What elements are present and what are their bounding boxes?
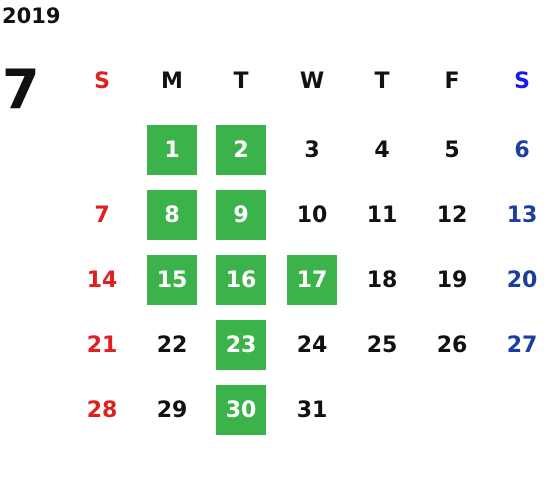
day-cell[interactable]: 20 (506, 267, 538, 293)
weekday-header-sat: S (514, 68, 530, 94)
day-cell[interactable]: 19 (436, 267, 468, 293)
day-cell[interactable]: 13 (506, 202, 538, 228)
day-cell[interactable]: 3 (304, 137, 320, 163)
day-cell[interactable]: 27 (506, 332, 538, 358)
day-cell[interactable]: 11 (366, 202, 398, 228)
day-cell[interactable]: 12 (436, 202, 468, 228)
day-cell[interactable]: 10 (296, 202, 328, 228)
weekday-header-thu: T (374, 68, 390, 94)
day-cell[interactable]: 17 (287, 255, 337, 305)
day-cell[interactable]: 24 (296, 332, 328, 358)
day-cell[interactable]: 2 (216, 125, 266, 175)
weekday-header-mon: M (161, 68, 183, 94)
day-cell[interactable]: 30 (216, 385, 266, 435)
day-cell[interactable]: 31 (296, 397, 328, 423)
day-cell[interactable]: 1 (147, 125, 197, 175)
day-cell[interactable]: 8 (147, 190, 197, 240)
day-cell[interactable]: 16 (216, 255, 266, 305)
day-cell[interactable]: 9 (216, 190, 266, 240)
day-cell[interactable]: 26 (436, 332, 468, 358)
day-cell[interactable]: 22 (156, 332, 188, 358)
weekday-header-fri: F (444, 68, 460, 94)
day-cell[interactable]: 15 (147, 255, 197, 305)
day-cell[interactable]: 5 (444, 137, 460, 163)
day-cell[interactable]: 6 (514, 137, 530, 163)
day-cell[interactable]: 25 (366, 332, 398, 358)
day-cell[interactable]: 7 (94, 202, 110, 228)
weekday-header-sun: S (94, 68, 110, 94)
weekday-header-tue: T (233, 68, 249, 94)
month-label: 7 (2, 58, 40, 121)
day-cell[interactable]: 18 (366, 267, 398, 293)
day-cell[interactable]: 14 (86, 267, 118, 293)
day-cell[interactable]: 29 (156, 397, 188, 423)
day-cell[interactable]: 28 (86, 397, 118, 423)
day-cell[interactable]: 23 (216, 320, 266, 370)
day-cell[interactable]: 4 (374, 137, 390, 163)
year-label: 2019 (2, 4, 61, 28)
weekday-header-wed: W (299, 68, 325, 94)
day-cell[interactable]: 21 (86, 332, 118, 358)
